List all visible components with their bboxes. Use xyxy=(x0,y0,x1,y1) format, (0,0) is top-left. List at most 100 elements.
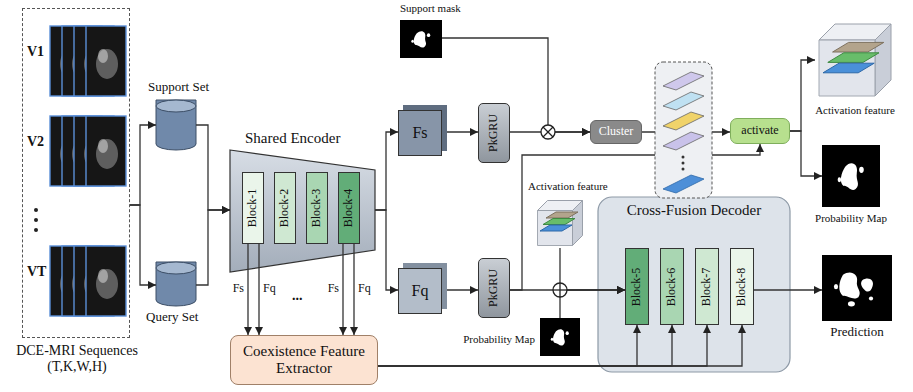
sequence-label: V1 xyxy=(27,44,44,60)
connector-arrow xyxy=(378,325,742,366)
database-cylinder xyxy=(156,100,196,112)
cluster-feature-bank xyxy=(682,162,685,165)
node-heading: Probability Map xyxy=(806,212,896,225)
connector-arrow xyxy=(442,289,478,290)
multiply-operator xyxy=(541,125,555,139)
connector-arrow xyxy=(378,325,707,366)
activate-box: activate xyxy=(730,118,790,144)
connector-arrow xyxy=(378,325,672,366)
database-cylinder xyxy=(156,100,196,306)
cross-fusion-decoder: Cross-Fusion DecoderBlock-5 Block-6 Block-… xyxy=(598,197,790,372)
decoder-block: Block-6 xyxy=(660,248,684,325)
connector-arrow xyxy=(790,60,815,131)
connector-arrow xyxy=(196,210,230,285)
sequence-stacks xyxy=(50,26,126,96)
connector-arrow xyxy=(442,38,590,132)
box-label: Fq xyxy=(412,282,429,300)
support-feature-box: Fs xyxy=(398,110,442,156)
node-heading: Support Set xyxy=(148,80,238,95)
sequence-label: VT xyxy=(27,264,46,280)
support-set-cylinder: Support Set xyxy=(156,100,196,150)
edge-label: Fq xyxy=(263,282,276,296)
database-cylinder xyxy=(156,262,196,306)
box-label: Block-8 xyxy=(735,267,748,306)
pkgru-module: PkGRU xyxy=(478,258,510,318)
multiply-operator xyxy=(543,127,553,137)
connector-arrow xyxy=(754,289,822,290)
cluster-feature-bank xyxy=(663,72,704,90)
encoder-block: Block-1 xyxy=(242,172,264,244)
mask-images xyxy=(400,20,442,58)
encoder-block: Block-3 xyxy=(306,172,328,244)
box-label: Block-2 xyxy=(278,189,291,228)
node-heading: Activation feature xyxy=(810,104,900,117)
cluster-feature-bank xyxy=(655,62,712,198)
ellipsis-dots xyxy=(34,228,38,232)
sequence-stacks xyxy=(50,116,126,186)
box-label: PkGRU xyxy=(487,269,500,307)
decoder-panel xyxy=(598,197,790,372)
multiply-operator xyxy=(543,127,553,137)
shared-encoder: Shared EncoderBlock-1Block-2Block-3Block… xyxy=(230,150,375,272)
mask-images xyxy=(540,318,580,356)
node-heading: DCE-MRI Sequences (T,K,W,H) xyxy=(12,343,142,375)
probability-map-image: Probability Map xyxy=(822,145,880,207)
mask-images xyxy=(822,145,880,207)
activation-volumes xyxy=(819,24,891,96)
connector-arrow xyxy=(247,244,248,335)
ellipsis-dots xyxy=(34,208,38,232)
box-label: Block-5 xyxy=(630,267,643,306)
multiply-operator xyxy=(541,125,555,139)
connector-arrow xyxy=(258,244,259,335)
node-heading: Probability Map xyxy=(453,333,535,346)
connector-arrow xyxy=(560,248,625,290)
mask-images xyxy=(822,255,892,321)
node-heading: Support mask xyxy=(400,2,490,15)
cluster-feature-bank xyxy=(663,175,704,193)
connector-arrow xyxy=(353,244,354,335)
add-operator xyxy=(553,283,567,297)
connector-arrow xyxy=(196,125,230,210)
edge-label: Fs xyxy=(328,282,339,296)
activation-volumes xyxy=(819,24,891,96)
mask-images xyxy=(400,20,442,58)
cluster-feature-bank xyxy=(682,168,685,171)
sequence-stacks xyxy=(50,246,126,316)
database-cylinder xyxy=(156,100,196,150)
connector-arrow xyxy=(375,210,398,290)
mask-images xyxy=(822,145,880,207)
coexistence-extractor: Coexistence Feature Extractor xyxy=(230,335,378,385)
node-heading: Query Set xyxy=(146,310,236,325)
pkgru-module: PkGRU xyxy=(478,103,510,163)
box-label: Block-4 xyxy=(342,189,355,228)
node-heading: Shared Encoder xyxy=(245,130,385,147)
node-heading: Prediction xyxy=(812,325,902,340)
connector-arrow xyxy=(790,131,822,176)
cluster-feature-bank xyxy=(663,92,704,110)
cluster-feature-bank xyxy=(663,112,704,130)
box-label: Coexistence Feature Extractor xyxy=(231,343,377,378)
ellipsis-dots xyxy=(34,218,38,222)
probability-map-image: Probability Map xyxy=(540,318,580,356)
panel-title: Cross-Fusion Decoder xyxy=(598,197,790,219)
edge-label: Fs xyxy=(233,282,244,296)
encoder-block: Block-4 xyxy=(338,172,360,244)
box-label: Cluster xyxy=(599,125,634,139)
activation-feature-volume: Activation feature xyxy=(535,198,585,248)
sequence-label: V2 xyxy=(27,134,44,150)
box-label: Fs xyxy=(412,124,427,142)
cluster-feature-bank xyxy=(682,156,685,159)
box-label: Block-1 xyxy=(246,189,259,228)
support-mask-image: Support mask xyxy=(400,20,442,58)
prediction-image: Prediction xyxy=(822,255,892,321)
cluster-feature-bank xyxy=(663,132,704,150)
box-label: activate xyxy=(741,124,778,138)
add-operator xyxy=(553,283,567,297)
connector-arrow xyxy=(130,125,156,205)
box-label: Block-6 xyxy=(665,267,678,306)
box-label: PkGRU xyxy=(487,114,500,152)
node-heading: Activation feature xyxy=(528,180,618,193)
